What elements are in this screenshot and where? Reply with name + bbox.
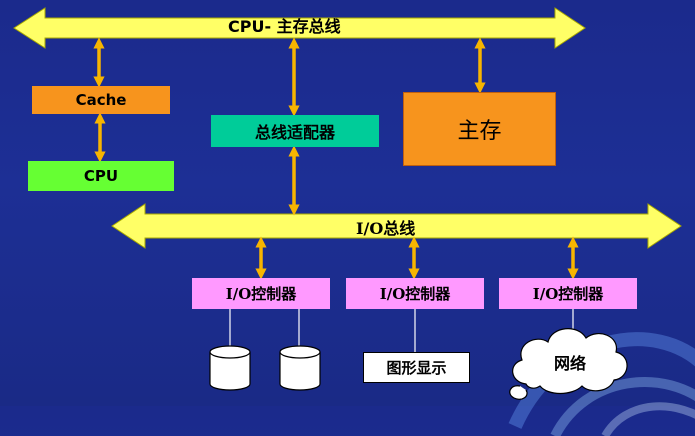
disk-icon [279, 345, 321, 391]
bus-adapter-box: 总线适配器 [211, 115, 379, 147]
io-bus-label: I/O总线 [356, 219, 416, 238]
cpu-memory-bus-arrow [13, 7, 586, 49]
disk-icon [209, 345, 251, 391]
io-controller-box: I/O控制器 [192, 278, 330, 309]
io-controller-box: I/O控制器 [346, 278, 484, 309]
cpu-box: CPU [28, 161, 174, 191]
network-cloud-icon [509, 328, 628, 400]
io-controller-box: I/O控制器 [499, 278, 637, 309]
io-bus-arrow [111, 203, 682, 249]
main-memory-box: 主存 [403, 92, 556, 166]
cpu-memory-bus-label: CPU- 主存总线 [228, 17, 341, 36]
cache-box: Cache [32, 86, 170, 114]
network-label: 网络 [553, 354, 586, 373]
graphics-display-box: 图形显示 [363, 352, 470, 383]
diagram-lines [13, 7, 682, 400]
